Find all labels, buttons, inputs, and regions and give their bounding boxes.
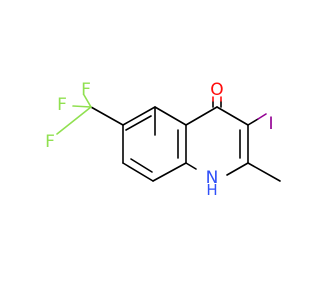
fluorine-atom-label-bottom: F — [45, 132, 55, 152]
bond-c6-cf3 — [90, 106, 124, 126]
bond-cf3-f-bottom — [56, 106, 92, 135]
bond-c2-n1 — [226, 162, 249, 176]
bond-c8-c8a — [152, 162, 187, 182]
fluorine-atom-label-top: F — [81, 80, 91, 100]
bond-c5-c6 — [122, 106, 156, 126]
nitrogen-atom-label: N — [206, 168, 219, 188]
bond-c3-iodine — [247, 118, 259, 126]
bond-c7-c8-double — [130, 158, 153, 173]
bond-c3-iodine-colored — [257, 113, 267, 120]
fluorine-atom-label-left: F — [57, 95, 67, 115]
iodine-atom-label: I — [268, 114, 273, 134]
bond-c5-c6-double — [125, 115, 152, 131]
bond-c4a-c4 — [185, 106, 218, 126]
oxygen-atom-label: O — [210, 80, 223, 100]
bond-c7-c8 — [122, 162, 154, 182]
bond-c4a-c5-top — [154, 106, 187, 126]
bond-c2-methyl — [247, 162, 281, 182]
molecule-structure-diagram: O I N H F F F — [45, 80, 281, 199]
bond-cf3-f-top — [83, 94, 92, 108]
bond-cf3-f-left — [72, 105, 92, 108]
hydrogen-atom-label: H — [206, 181, 217, 199]
bond-c4-c3 — [216, 106, 249, 126]
bond-n1-c8a — [185, 162, 197, 170]
